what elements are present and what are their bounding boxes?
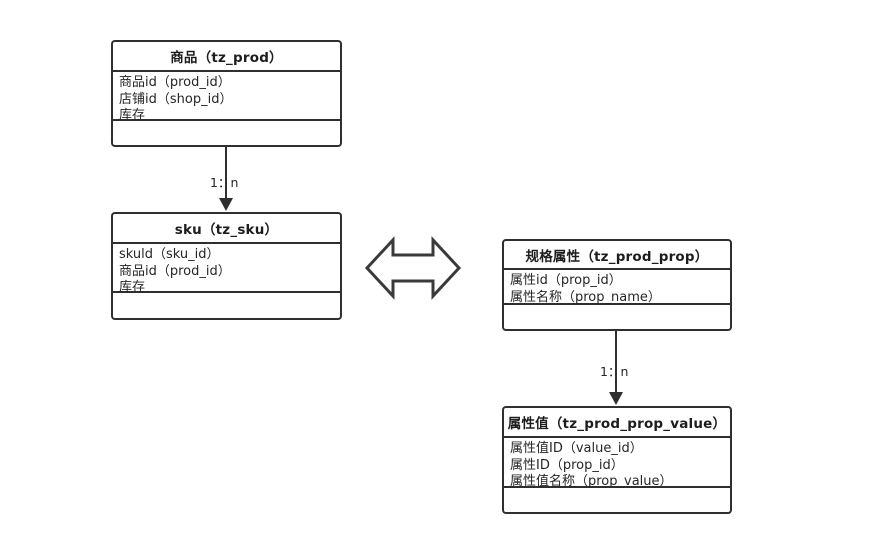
entity-attributes-tz-sku: skuld（sku_id） 商品id（prod_id） 库存 — [113, 244, 340, 295]
entity-methods-tz-prod-prop — [504, 305, 730, 329]
entity-title-tz-prod-prop-value: 属性值（tz_prod_prop_value） — [504, 408, 730, 438]
attribute-row: 商品id（prod_id） — [119, 75, 231, 90]
entity-title-tz-prod-prop: 规格属性（tz_prod_prop） — [504, 241, 730, 270]
arrowhead-icon — [219, 198, 233, 211]
attribute-row: 库存 — [119, 280, 146, 295]
attribute-row: 属性名称（prop_name） — [510, 289, 661, 305]
entity-box-tz-prod[interactable]: 商品（tz_prod） 商品id（prod_id） 店铺id（shop_id） … — [111, 40, 342, 147]
entity-methods-tz-sku — [113, 293, 340, 318]
attribute-row: 商品id（prod_id） — [119, 263, 231, 279]
entity-box-tz-prod-prop-value[interactable]: 属性值（tz_prod_prop_value） 属性值ID（value_id） … — [502, 406, 732, 514]
connector-cardinality-label: 1：n — [600, 364, 629, 379]
entity-attributes-tz-prod-prop-value: 属性值ID（value_id） 属性ID（prop_id） 属性值名称（prop… — [504, 438, 730, 489]
connector-cardinality-label: 1：n — [210, 175, 239, 190]
attribute-row: 库存 — [119, 108, 146, 123]
attribute-row: 属性id（prop_id） — [510, 273, 622, 288]
attribute-row: skuld（sku_id） — [119, 247, 220, 262]
attribute-row: 店铺id（shop_id） — [119, 91, 233, 107]
double-headed-arrow-icon — [364, 234, 462, 302]
attribute-row: 属性ID（prop_id） — [510, 457, 624, 473]
entity-methods-tz-prod — [113, 121, 340, 145]
connector-line — [225, 146, 227, 200]
connector-line — [615, 330, 617, 394]
attribute-row: 属性值ID（value_id） — [510, 441, 643, 456]
entity-box-tz-sku[interactable]: sku（tz_sku） skuld（sku_id） 商品id（prod_id） … — [111, 212, 342, 320]
entity-title-tz-sku: sku（tz_sku） — [113, 214, 340, 244]
arrowhead-icon — [609, 392, 623, 405]
entity-box-tz-prod-prop[interactable]: 规格属性（tz_prod_prop） 属性id（prop_id） 属性名称（pr… — [502, 239, 732, 331]
entity-title-tz-prod: 商品（tz_prod） — [113, 42, 340, 72]
attribute-row: 属性值名称（prop_value） — [510, 474, 673, 489]
entity-methods-tz-prod-prop-value — [504, 488, 730, 512]
entity-attributes-tz-prod-prop: 属性id（prop_id） 属性名称（prop_name） — [504, 270, 730, 305]
entity-attributes-tz-prod: 商品id（prod_id） 店铺id（shop_id） 库存 — [113, 72, 340, 123]
